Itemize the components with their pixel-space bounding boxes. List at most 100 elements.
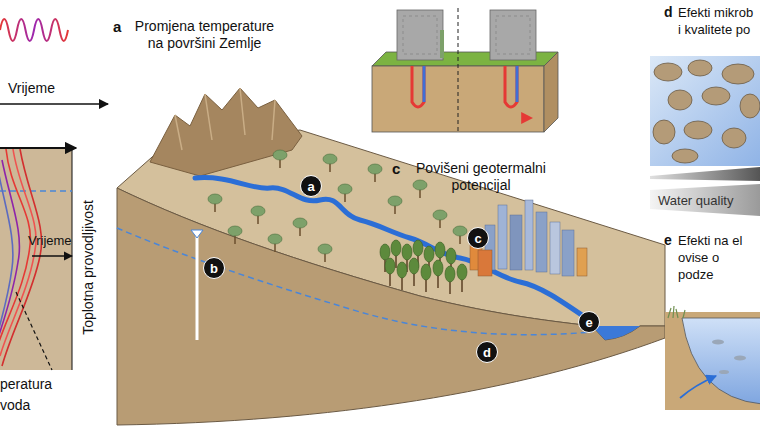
tree <box>453 226 467 244</box>
tree-symbol <box>440 30 444 58</box>
mountain-ridges <box>175 88 275 150</box>
forest-tree <box>433 260 443 288</box>
callout-letter: b <box>203 257 225 279</box>
callout-letter: a <box>300 175 322 197</box>
panel-label: Water quality <box>658 192 758 209</box>
callout-circle-shape <box>477 342 498 363</box>
tree <box>251 206 265 224</box>
city-building <box>550 222 560 274</box>
callout-circle: b <box>203 257 225 279</box>
sediment-grain <box>740 94 760 118</box>
tree <box>273 150 287 168</box>
stream-water <box>682 318 760 404</box>
forest-tree <box>409 258 419 286</box>
tree <box>413 180 427 198</box>
sediment-grain <box>668 90 692 110</box>
tree <box>388 196 402 214</box>
reference-line <box>16 292 52 370</box>
panel-letter: d <box>664 4 676 21</box>
forest-tree <box>385 258 395 286</box>
building <box>490 10 536 60</box>
callout-letter: d <box>476 341 498 363</box>
tree <box>433 210 447 228</box>
subsurface-section <box>117 188 665 425</box>
tree <box>318 244 332 262</box>
forest-tree <box>445 266 455 294</box>
time-axis <box>0 103 108 105</box>
plot-border <box>72 148 73 370</box>
tree <box>368 164 382 182</box>
callout-letter: c <box>467 227 489 249</box>
panel-letter: c <box>392 160 406 177</box>
profile-plot <box>0 148 72 370</box>
stream-section <box>665 312 760 410</box>
sediment-grain <box>702 87 730 105</box>
panel-letter: a <box>113 18 127 35</box>
sediment-grain <box>722 128 746 148</box>
forest-tree <box>397 262 407 290</box>
panel-letter: e <box>664 232 676 249</box>
groundwater-inflow-arrow <box>680 376 716 398</box>
axis-label: Toplotna provodljivost <box>80 168 97 368</box>
panel-label: Efekti mikrob i kvalitete po <box>678 4 758 38</box>
well <box>196 236 199 340</box>
mountains <box>150 88 302 176</box>
callout-circle: c <box>467 227 489 249</box>
fish <box>712 340 724 345</box>
city-building <box>577 248 587 276</box>
grass <box>668 306 685 318</box>
city-building <box>536 212 547 272</box>
forest-tree <box>421 264 431 292</box>
heat-flow-arrow <box>466 117 532 119</box>
building-windows <box>496 16 530 54</box>
sediment-grain <box>688 60 712 76</box>
panel-label: Vrijeme <box>28 232 88 249</box>
callout-circle-shape <box>204 258 225 279</box>
city-building <box>478 250 492 276</box>
panel-label: Povišeni geotermalni potencijal <box>406 160 556 194</box>
tree <box>323 154 337 172</box>
sediment-grain <box>654 63 682 81</box>
fish <box>734 356 746 361</box>
forest-tree <box>457 264 467 292</box>
callout-circle-shape <box>468 228 489 249</box>
panel-label: Efekti na el ovise o podze <box>678 232 758 283</box>
callout-letter: e <box>578 311 600 333</box>
panel-label: Vrijeme <box>8 80 88 97</box>
building <box>397 10 443 60</box>
callout-circle-shape <box>301 176 322 197</box>
water-body <box>592 326 640 340</box>
plot-axis <box>0 147 76 149</box>
panel-label: Promjena temperature na površini Zemlje <box>127 18 282 52</box>
ground-side <box>544 52 558 132</box>
city-building <box>498 205 507 269</box>
water-table-line <box>0 190 72 191</box>
tree <box>268 234 282 252</box>
fish <box>719 370 729 374</box>
heat-pipe <box>412 66 424 107</box>
city-building <box>525 200 533 270</box>
temperature-profile <box>0 175 13 340</box>
callout-circle: d <box>476 341 498 363</box>
temperature-wave <box>0 19 68 41</box>
tree <box>338 184 352 202</box>
tree <box>293 218 307 236</box>
divider-line <box>458 8 459 132</box>
sediment-grain <box>684 121 712 139</box>
callout-circle: a <box>300 175 322 197</box>
tree <box>208 194 222 212</box>
sediment-grain <box>653 120 675 144</box>
panel-label: peratura voda <box>0 374 64 416</box>
water-level-marker <box>191 230 203 238</box>
pore-space-panel <box>650 56 760 166</box>
building-windows <box>403 16 437 54</box>
sediment-grain <box>722 64 754 84</box>
callout-circle-shape <box>579 312 600 333</box>
river <box>195 178 592 322</box>
city-building <box>510 215 522 270</box>
tree <box>228 226 242 244</box>
city-building <box>562 230 574 276</box>
